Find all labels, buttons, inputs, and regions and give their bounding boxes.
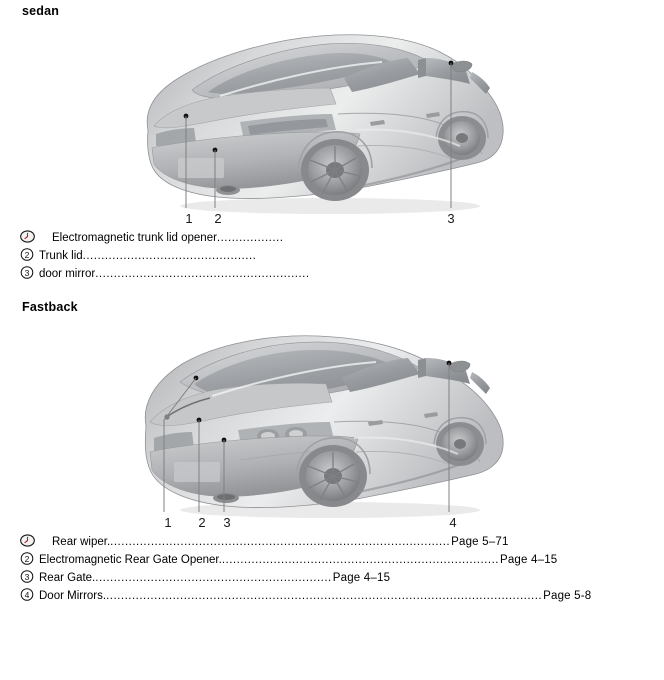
sedan-callout-number-2: 2 (214, 211, 222, 226)
dot-leader: ........................................… (82, 250, 257, 262)
caption-item: 4 Door Mirrors. ........................… (20, 586, 646, 604)
circled-one-clock-icon (20, 534, 35, 547)
sedan-illustration (120, 18, 520, 218)
dot-leader: ........................................… (221, 554, 499, 566)
sedan-callout-number-1: 1 (185, 211, 193, 226)
page-reference: Page 4–15 (499, 554, 558, 566)
caption-item: 2 Trunk lid ............................… (20, 246, 646, 264)
caption-item: 3 Rear Gate. ...........................… (20, 568, 646, 586)
caption-item: 2 Electromagnetic Rear Gate Opener. ....… (20, 550, 646, 568)
section-heading-fastback: Fastback (22, 300, 78, 314)
caption-label: Rear wiper. (52, 536, 111, 548)
svg-text:3: 3 (25, 572, 30, 582)
fastback-callout-number-3: 3 (223, 515, 231, 530)
fastback-callout-number-1: 1 (164, 515, 172, 530)
svg-text:2: 2 (25, 554, 30, 564)
caption-item: Rear wiper. ............................… (20, 532, 646, 550)
circled-two-icon: 2 (20, 248, 35, 261)
fastback-caption-list: Rear wiper. ............................… (20, 532, 646, 604)
fastback-callout-number-2: 2 (198, 515, 206, 530)
dot-leader: ........................................… (106, 590, 543, 602)
dot-leader: ........................................… (95, 572, 332, 584)
page-reference: Page 4–15 (332, 572, 391, 584)
circled-one-clock-icon (20, 230, 35, 243)
sedan-callout-number-3: 3 (447, 211, 455, 226)
caption-label: Trunk lid (39, 250, 83, 262)
caption-label: Rear Gate. (39, 572, 96, 584)
caption-label: Electromagnetic Rear Gate Opener. (39, 554, 222, 566)
dot-leader: ........................................… (110, 536, 451, 548)
fastback-callout-number-4: 4 (449, 515, 457, 530)
svg-text:2: 2 (25, 250, 30, 260)
fastback-illustration (120, 320, 520, 520)
caption-label: Electromagnetic trunk lid opener (52, 232, 217, 244)
caption-item: Electromagnetic trunk lid opener .......… (20, 228, 646, 246)
dot-leader: ........................................… (95, 268, 310, 280)
section-heading-sedan: sedan (22, 4, 60, 18)
circled-three-icon: 3 (20, 570, 35, 583)
caption-item: 3 door mirror ..........................… (20, 264, 646, 282)
page-reference: Page 5-8 (543, 590, 592, 602)
caption-label: Door Mirrors. (39, 590, 107, 602)
page-reference: Page 5–71 (451, 536, 509, 548)
dot-leader: .................. (216, 232, 284, 244)
svg-text:4: 4 (25, 590, 30, 600)
sedan-caption-list: Electromagnetic trunk lid opener .......… (20, 228, 646, 282)
circled-three-icon: 3 (20, 266, 35, 279)
svg-text:3: 3 (25, 268, 30, 278)
caption-label: door mirror (39, 268, 96, 280)
circled-two-icon: 2 (20, 552, 35, 565)
circled-four-icon: 4 (20, 588, 35, 601)
